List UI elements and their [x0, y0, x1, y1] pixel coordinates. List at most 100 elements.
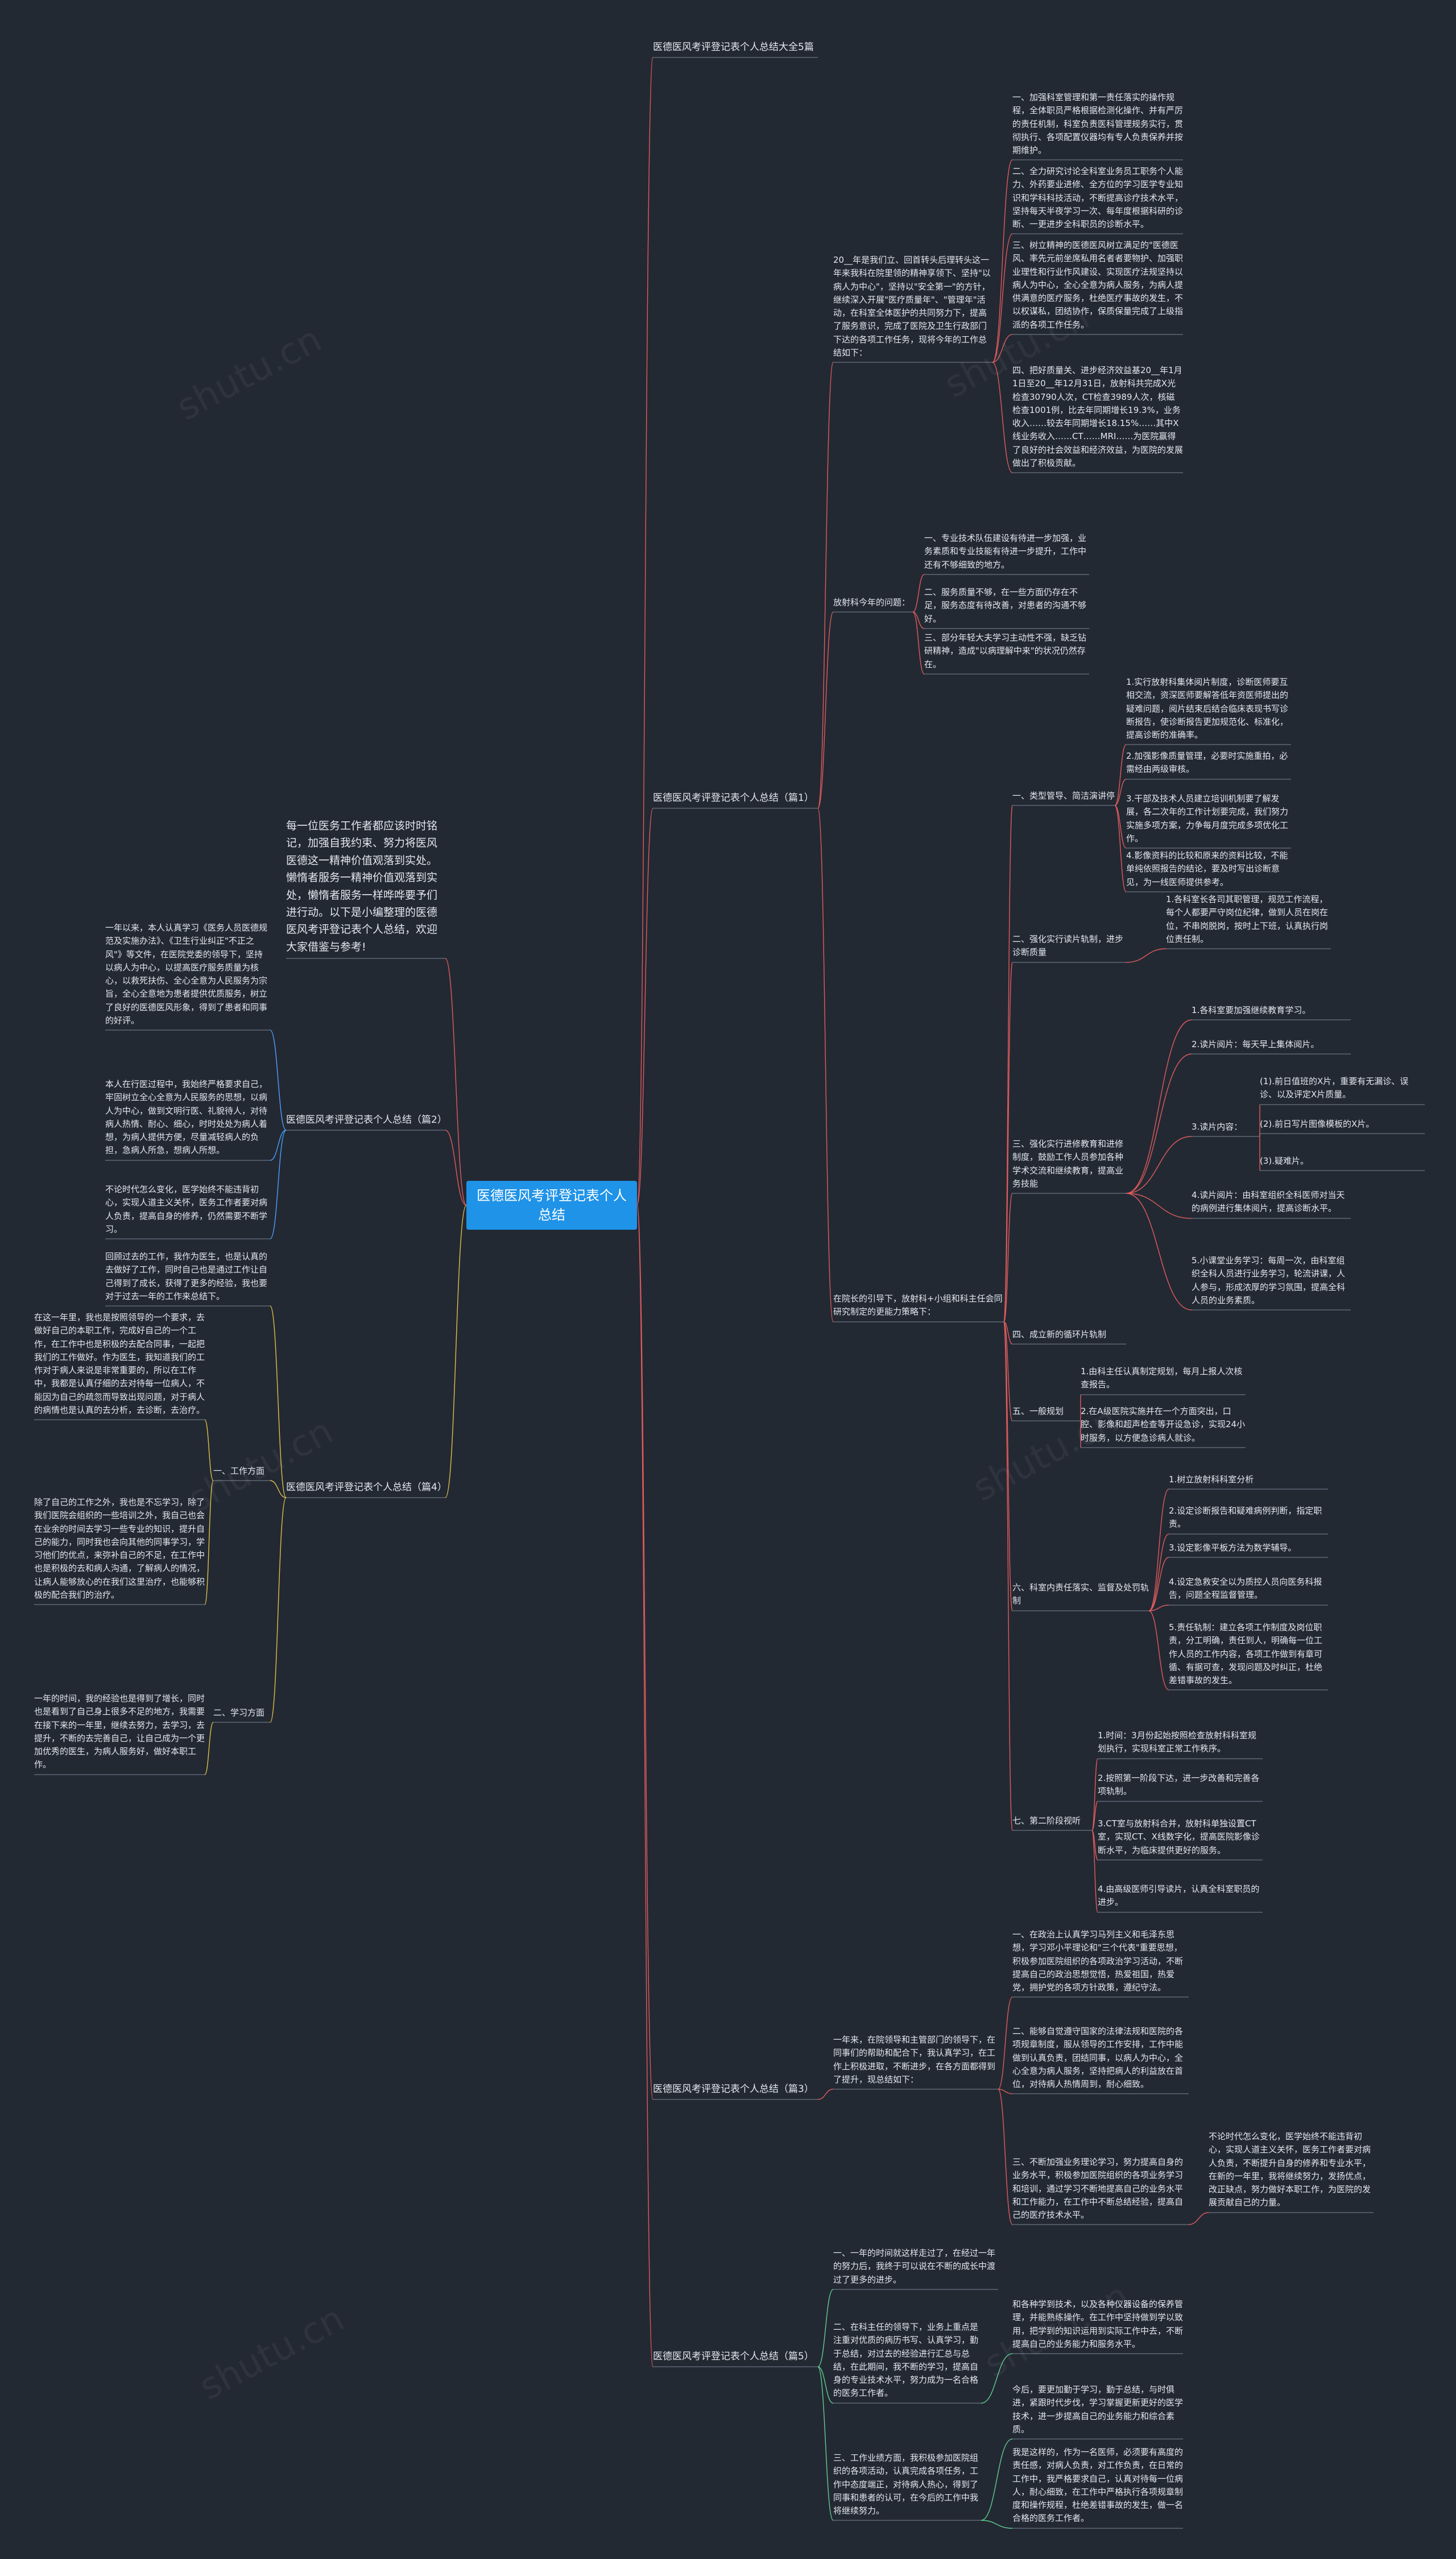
part5-detail-3[interactable]: 我是这样的，作为一名医师，必须要有高度的责任感，对病人负责，对工作负责，在日常的…: [1012, 2447, 1184, 2524]
connector: [1148, 1533, 1169, 1611]
branch-part5[interactable]: 医德医风考评登记表个人总结（篇5）: [653, 2351, 814, 2362]
plan-3-sub-4[interactable]: 4.读片阅片：由科室组织全科医师对当天的病例进行集体阅片，提高诊断水平。: [1192, 1190, 1345, 1214]
part4-work-label[interactable]: 一、工作方面: [213, 1466, 265, 1476]
plan-3-label[interactable]: 三、强化实行进修教育和进修制度，鼓励工作人员参加各种学术交流和继续教育，提高业务…: [1012, 1139, 1124, 1189]
part4-study-1[interactable]: 一年的时间，我的经验也是得到了增长，同时也是看到了自己身上很多不足的地方，我需要…: [34, 1693, 205, 1770]
connector: [817, 2289, 834, 2367]
connector: [1126, 1019, 1192, 1194]
connector: [912, 574, 925, 613]
plan-2-label[interactable]: 二、强化实行读片轨制，进步诊断质量: [1012, 934, 1124, 958]
branch-part1[interactable]: 医德医风考评登记表个人总结（篇1）: [653, 792, 814, 804]
plan-4-label[interactable]: 四、成立新的循环片轨制: [1012, 1329, 1107, 1340]
part1-item-1[interactable]: 一、加强科室管理和第一责任落实的操作规程，全体职员严格根据检测化操作、并有严厉的…: [1012, 92, 1184, 155]
connector: [445, 1205, 467, 1498]
plan-7-sub-3[interactable]: 3.CT室与放射科合并，放射科单独设置CT室，实现CT、X线数字化，提高医院影像…: [1098, 1818, 1260, 1855]
part3-item-3[interactable]: 三、不断加强业务理论学习，努力提高自身的业务水平，积极参加医院组织的各项业务学习…: [1012, 2157, 1184, 2220]
part3-conclusion[interactable]: 不论时代怎么变化，医学始终不能违背初心，实现人道主义关怀，医务工作者要对病人负责…: [1209, 2131, 1371, 2208]
connector: [817, 2089, 834, 2100]
part2-block-1[interactable]: 一年以来，本人认真学习《医务人员医德规范及实施办法》、《卫生行业纠正"不正之风"…: [105, 923, 268, 1026]
plan-3-sub-2[interactable]: 2.读片阅片：每天早上集体阅片。: [1192, 1039, 1320, 1049]
plan-1-sub-2[interactable]: 2.加强影像质量管理，必要时实施重拍，必需经由两级审核。: [1126, 751, 1288, 775]
plan-2-sub-1[interactable]: 1.各科室长各司其职管理，规范工作流程，每个人都要严守岗位纪律，做到人员在岗在位…: [1166, 894, 1329, 944]
branch-overview[interactable]: 医德医风考评登记表个人总结大全5篇: [653, 42, 814, 53]
plan-1-sub-4[interactable]: 4.影像资料的比较和原来的资料比较，不能单纯依照报告的结论，要及时写出诊断意见，…: [1126, 850, 1288, 887]
plan-1-sub-1[interactable]: 1.实行放射科集体阅片制度，诊断医师要互相交流，资深医师要解答低年资医师提出的疑…: [1126, 677, 1289, 740]
connector: [981, 2520, 1013, 2529]
part1-item-4[interactable]: 四、把好质量关、进步经济效益基20__年1月1日至20__年12月31日，放射科…: [1012, 365, 1184, 468]
part1-plan-label[interactable]: 在院长的引导下，放射科+小组和科主任会同研究制定的更能力策略下：: [833, 1293, 1003, 1317]
connector: [992, 159, 1013, 363]
part5-item-2[interactable]: 二、在科主任的领导下，业务上重点是注重对优质的病历书写、认真学习，勤于总结，对过…: [833, 2322, 979, 2399]
connector: [992, 362, 1013, 473]
part3-intro[interactable]: 一年来，在院领导和主管部门的领导下，在同事们的帮助和配合下，我认真学习，在工作上…: [833, 2035, 996, 2085]
connector: [998, 2089, 1013, 2094]
plan-3-sub-1[interactable]: 1.各科室要加强继续教育学习。: [1192, 1005, 1311, 1015]
plan-7-label[interactable]: 七、第二阶段视听: [1012, 1816, 1081, 1826]
connector: [981, 2438, 1013, 2521]
connector: [204, 1480, 214, 1605]
part1-item-3[interactable]: 三、树立精神的医德医风树立满足的"医德医风、率先元前坐席私用名者者要物护、加强职…: [1012, 240, 1184, 330]
plan-1-label[interactable]: 一、类型管导、简洁演讲停: [1012, 791, 1115, 801]
connector: [636, 57, 653, 1206]
part1-problem-label[interactable]: 放射科今年的问题：: [833, 597, 911, 607]
connector: [817, 362, 834, 809]
plan-6-sub-4[interactable]: 4.设定急救安全以为质控人员向医务科报告，问题全程监督管理。: [1169, 1577, 1322, 1601]
part5-detail-1[interactable]: 和各种学到技术，以及各种仪器设备的保养管理，并能熟练操作。在工作中坚持做到学以致…: [1012, 2299, 1184, 2349]
connector: [912, 611, 925, 675]
plan-3-subsub-3[interactable]: (3).疑难片。: [1260, 1156, 1309, 1166]
plan-7-sub-2[interactable]: 2.按照第一阶段下达，进一步改善和完善各项轨制。: [1098, 1773, 1260, 1797]
plan-1-sub-3[interactable]: 3.干部及技术人员建立培训机制要了解发展，各二次年的工作计划要完成，我们努力实施…: [1126, 793, 1289, 844]
intro-summary[interactable]: 每一位医务工作者都应该时时铭记，加强自我约束、努力将医风医德这一精神价值观落到实…: [286, 820, 438, 953]
connector: [1148, 1610, 1169, 1690]
plan-7-sub-4[interactable]: 4.由高级医师引导读片，认真全科室职员的进步。: [1098, 1884, 1260, 1908]
plan-5-sub-1[interactable]: 1.由科主任认真制定规划，每月上报人次核查报告。: [1081, 1366, 1243, 1390]
part4-work-2[interactable]: 除了自己的工作之外，我也是不忘学习，除了我们医院会组织的一些培训之外，我自己也会…: [34, 1497, 205, 1600]
part4-study-label[interactable]: 二、学习方面: [213, 1708, 265, 1718]
part5-item-3[interactable]: 三、工作业绩方面，我积极参加医院组织的各项活动，认真完成各项任务，工作中态度端正…: [833, 2453, 979, 2516]
plan-6-sub-3[interactable]: 3.设定影像平板方法为数学辅导。: [1169, 1543, 1297, 1553]
plan-6-sub-1[interactable]: 1.树立放射科科室分析: [1169, 1474, 1254, 1485]
branch-part3[interactable]: 医德医风考评登记表个人总结（篇3）: [653, 2083, 814, 2095]
connector: [270, 1030, 287, 1131]
connector: [445, 1130, 467, 1206]
plan-6-sub-2[interactable]: 2.设定诊断报告和疑难病例判断，指定职责。: [1169, 1506, 1322, 1529]
connector: [992, 233, 1013, 363]
part2-block-3[interactable]: 不论时代怎么变化，医学始终不能违背初心，实现人道主义关怀，医务工作者要对病人负责…: [105, 1184, 268, 1234]
connector: [1126, 1193, 1192, 1219]
plan-3-sub-3[interactable]: 3.读片内容：: [1192, 1122, 1243, 1132]
branch-part2[interactable]: 医德医风考评登记表个人总结（篇2）: [286, 1114, 447, 1126]
branch-part4[interactable]: 医德医风考评登记表个人总结（篇4）: [286, 1482, 447, 1493]
part1-intro[interactable]: 20__年是我们立、回首转头后理转头这一年来我科在院里领的精神享领下、坚持"以病…: [833, 255, 991, 358]
part5-detail-2[interactable]: 今后，要更加勤于学习，勤于总结，与时俱进，紧跟时代步伐，学习掌握更新更好的医学技…: [1012, 2384, 1184, 2434]
part2-block-2[interactable]: 本人在行医过程中，我始终严格要求自己，牢固树立全心全意为人民服务的思想，以病人为…: [105, 1079, 268, 1156]
plan-6-sub-5[interactable]: 5.责任轨制：建立各项工作制度及岗位职责，分工明确，责任到人，明确每一位工作人员…: [1169, 1622, 1323, 1685]
connector: [1091, 1801, 1098, 1831]
part1-problem-1[interactable]: 一、专业技术队伍建设有待进一步加强，业务素质和专业技能有待进一步提升，工作中还有…: [924, 533, 1087, 570]
connector: [1091, 1758, 1098, 1831]
part4-work-1[interactable]: 在这一年里，我也是按照领导的一个要求，去做好自己的本职工作，完成好自己的一个工作…: [34, 1312, 205, 1415]
connector: [1188, 2212, 1209, 2225]
connector: [817, 611, 834, 809]
part1-problem-3[interactable]: 三、部分年轻大夫学习主动性不强，缺乏钻研精神，造成"以病理解中来"的状况仍然存在…: [924, 632, 1087, 669]
plan-7-sub-1[interactable]: 1.时间：3月份起始按照检查放射科科室规划执行，实现科室正常工作秩序。: [1098, 1730, 1256, 1754]
connector: [270, 1497, 287, 1723]
connector: [1148, 1605, 1169, 1611]
part1-problem-2[interactable]: 二、服务质量不够，在一些方面仍存在不足，服务态度有待改善，对患者的沟通不够好。: [924, 587, 1087, 624]
plan-3-subsub-1[interactable]: (1).前日值班的X片，重要有无漏诊、误诊、以及评定X片质量。: [1260, 1076, 1409, 1100]
root-topic[interactable]: 医德医风考评登记表个人总结: [466, 1181, 637, 1230]
connector: [912, 611, 925, 629]
connector: [270, 1480, 287, 1498]
connector: [817, 2366, 834, 2521]
part3-item-1[interactable]: 一、在政治上认真学习马列主义和毛泽东思想，学习邓小平理论和"三个代表"重要思想，…: [1012, 1929, 1184, 1992]
plan-5-sub-2[interactable]: 2.在A级医院实施并在一个方面突出，口腔、影像和超声检查等开设急诊，实现24小时…: [1081, 1406, 1246, 1443]
part1-item-2[interactable]: 二、全力研究讨论全科室业务员工职务个人能力、外药要业进修、全方位的学习医学专业知…: [1012, 166, 1184, 229]
part5-item-1[interactable]: 一、一年的时间就这样走过了，在经过一年的努力后，我终于可以说在不断的成长中渡过了…: [833, 2248, 996, 2285]
plan-3-subsub-2[interactable]: (2).前日写片图像模板的X片。: [1260, 1119, 1375, 1129]
connector: [270, 1130, 287, 1239]
connector: [998, 1996, 1013, 2090]
plan-5-label[interactable]: 五、一般规划: [1012, 1406, 1064, 1416]
plan-6-label[interactable]: 六、科室内责任落实、监督及处罚轨制: [1012, 1582, 1149, 1606]
part3-item-2[interactable]: 二、能够自觉遵守国家的法律法规和医院的各项规章制度，服从领导的工作安排，工作中能…: [1012, 2026, 1184, 2089]
part4-intro[interactable]: 回顾过去的工作，我作为医生，也是认真的去做好了工作，同时自己也是通过工作让自己得…: [105, 1251, 268, 1301]
plan-3-sub-5[interactable]: 5.小课堂业务学习：每周一次，由科室组织全科人员进行业务学习，轮流讲课，人人参与…: [1192, 1255, 1346, 1305]
